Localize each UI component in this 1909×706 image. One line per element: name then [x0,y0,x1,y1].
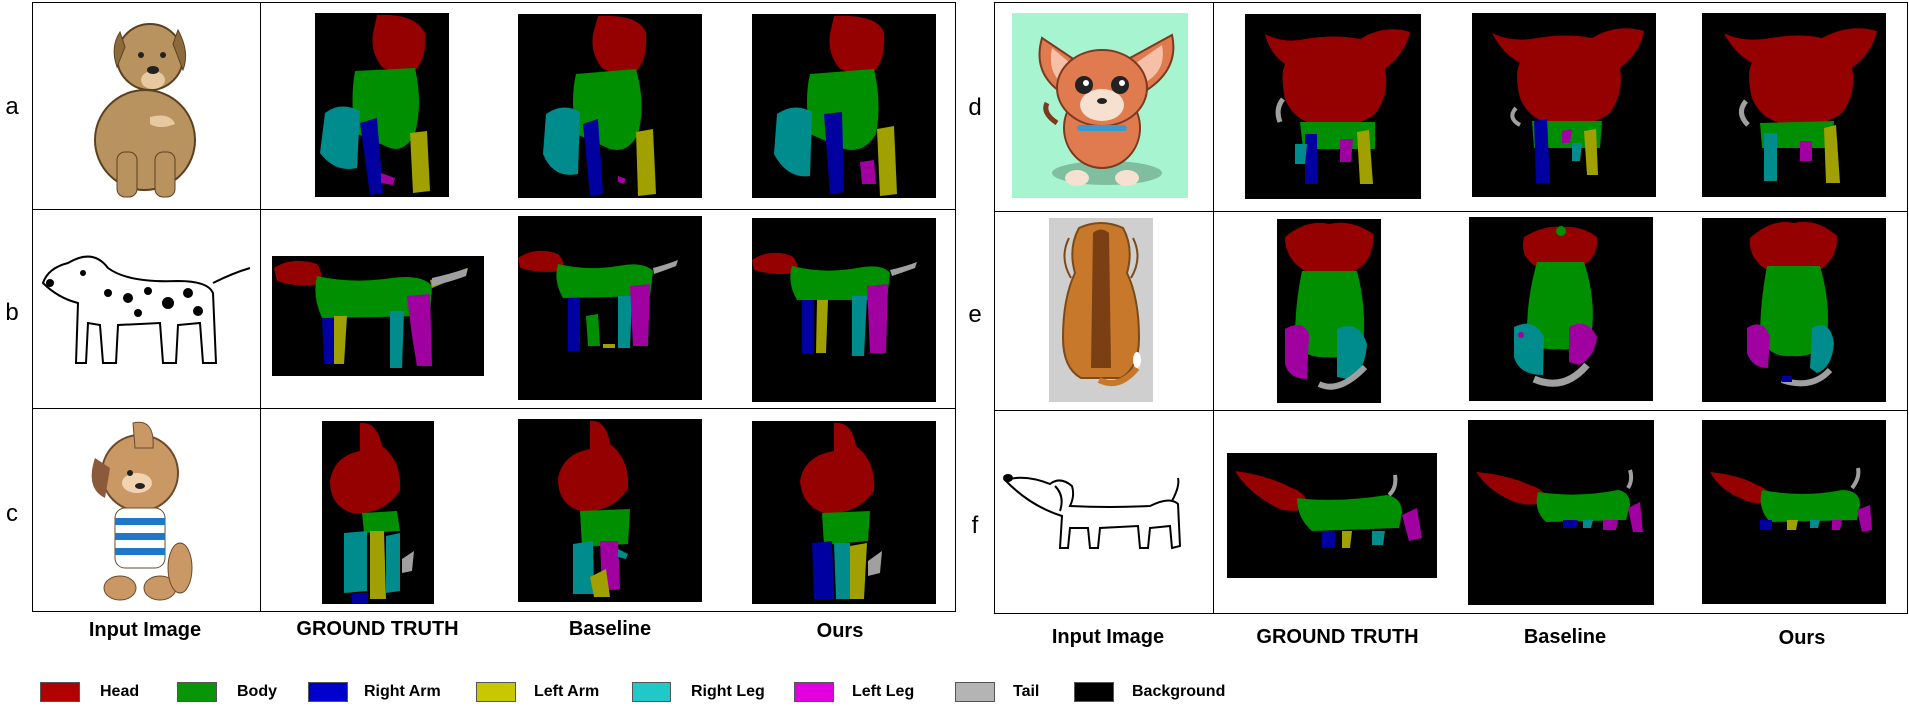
legend-swatch-left-arm [476,682,516,702]
col-header-input-image-left: Input Image [88,619,202,641]
legend-label-left-arm: Left Arm [534,683,600,700]
baseline-e [1469,217,1653,401]
baseline-d [1472,13,1656,197]
ground-truth-a [315,13,449,197]
legend-swatch-tail [955,682,995,702]
ground-truth-b [272,256,484,376]
ours-c [752,421,936,604]
ground-truth-c [322,421,434,604]
baseline-c [518,419,702,602]
left-row-separator-2 [32,408,955,409]
ground-truth-d [1245,14,1421,199]
left-panel-divider [260,2,261,612]
legend-label-head: Head [100,683,140,700]
ground-truth-e [1277,219,1381,403]
baseline-a [518,14,702,198]
col-header-baseline-right: Baseline [1523,626,1607,648]
legend-swatch-right-leg [632,682,671,702]
legend-swatch-body [177,682,217,702]
legend-swatch-left-leg [794,682,834,702]
row-label-f: f [971,512,979,539]
ours-e [1702,218,1886,402]
left-row-separator-1 [32,209,955,210]
input-image-e [1049,218,1153,402]
legend-label-tail: Tail [1013,683,1040,700]
right-panel-divider [1213,2,1214,614]
legend: Head Body Right Arm Left Arm Right Leg L… [40,680,1900,706]
col-header-ours-left: Ours [816,620,864,642]
legend-swatch-right-arm [308,682,348,702]
row-label-b: b [5,299,19,326]
right-row-separator-1 [994,211,1907,212]
ours-b [752,218,936,402]
legend-label-body: Body [237,683,277,700]
ours-f [1702,420,1886,604]
right-row-separator-2 [994,410,1907,411]
legend-swatch-head [40,682,80,702]
input-image-b [38,243,253,371]
legend-label-right-arm: Right Arm [364,683,441,700]
row-label-d: d [968,94,982,121]
col-header-ground-truth-right: GROUND TRUTH [1256,626,1419,648]
ours-d [1702,13,1886,197]
row-label-c: c [6,500,18,527]
legend-label-right-leg: Right Leg [691,683,765,700]
input-image-a [75,12,215,200]
col-header-ground-truth-left: GROUND TRUTH [296,618,459,640]
input-image-c [85,418,205,603]
col-header-input-image-right: Input Image [1051,626,1165,648]
baseline-b [518,216,702,400]
legend-label-background: Background [1132,683,1226,700]
legend-label-left-leg: Left Leg [852,683,915,700]
input-image-f [1000,466,1202,560]
row-label-e: e [968,301,982,328]
ground-truth-f [1227,453,1437,578]
input-image-d [1012,13,1188,198]
ours-a [752,14,936,198]
baseline-f [1468,420,1654,605]
row-label-a: a [5,93,19,120]
legend-swatch-background [1074,682,1114,702]
col-header-ours-right: Ours [1778,627,1826,649]
col-header-baseline-left: Baseline [568,618,652,640]
